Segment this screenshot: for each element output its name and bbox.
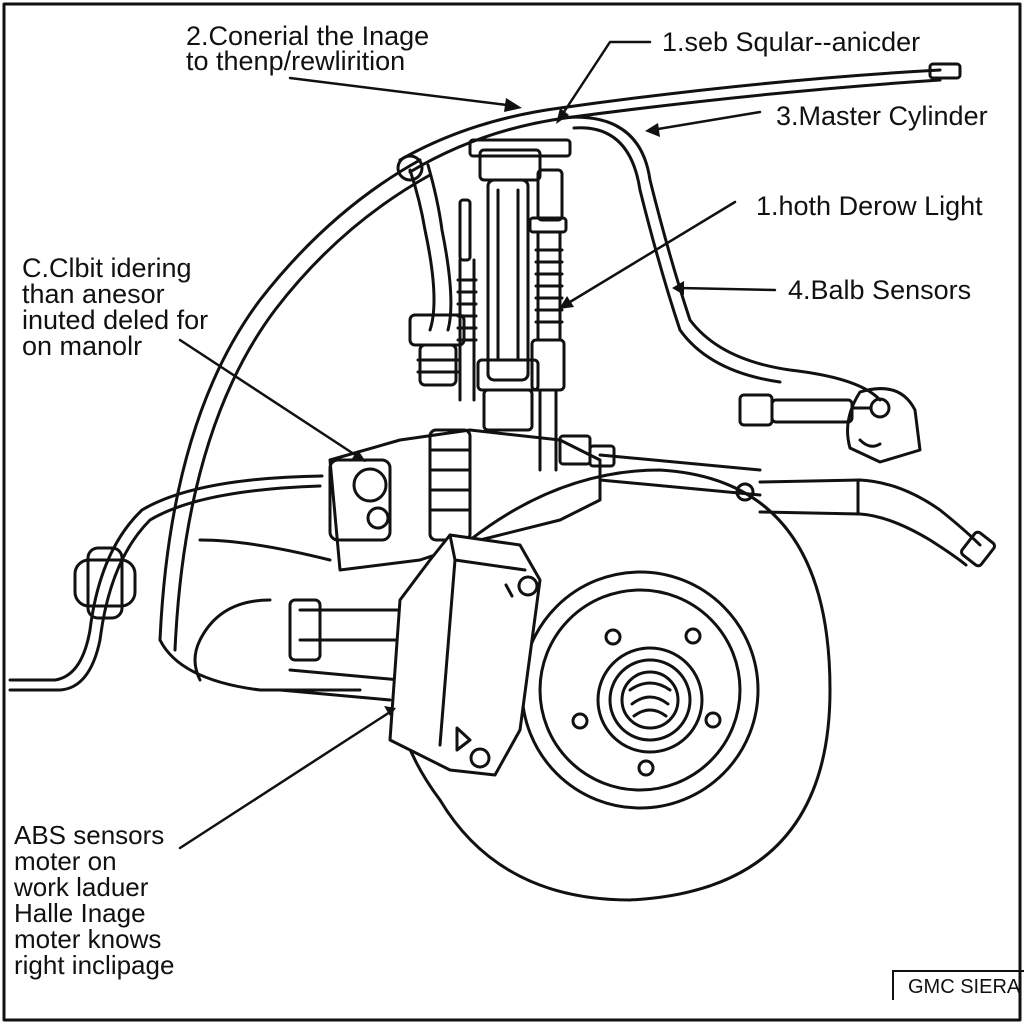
right-sensor-connector (738, 387, 922, 464)
hose-grommet (73, 558, 137, 608)
brake-line-right (558, 115, 882, 402)
label-master-cylinder: 3.Master Cylinder (776, 101, 988, 131)
brake-caliper (388, 533, 542, 777)
left-brake-hose (8, 484, 322, 692)
leader-arrowheads (351, 98, 684, 716)
label-balb-sensors: 4.Balb Sensors (788, 275, 972, 305)
label-left-note: C.Clbit idering than anesor inuted deled… (22, 253, 209, 361)
fender-arch (158, 158, 422, 642)
label-top-left: 2.Conerial the Inage to thenp/rewliritio… (186, 21, 430, 76)
brand-caption: GMC SIERA (892, 970, 1024, 1000)
label-abs-note: ABS sensors moter on work laduer Halle I… (14, 820, 175, 980)
knuckle-body (193, 428, 602, 702)
brake-line-top (398, 68, 942, 162)
flex-hose (408, 168, 436, 332)
strut-assembly (456, 138, 572, 472)
leader-lines (178, 40, 777, 850)
tie-rod (558, 434, 996, 568)
label-derow-light: 1.hoth Derow Light (756, 191, 983, 221)
label-top-right: 1.seb Sqular--anicder (662, 27, 921, 57)
